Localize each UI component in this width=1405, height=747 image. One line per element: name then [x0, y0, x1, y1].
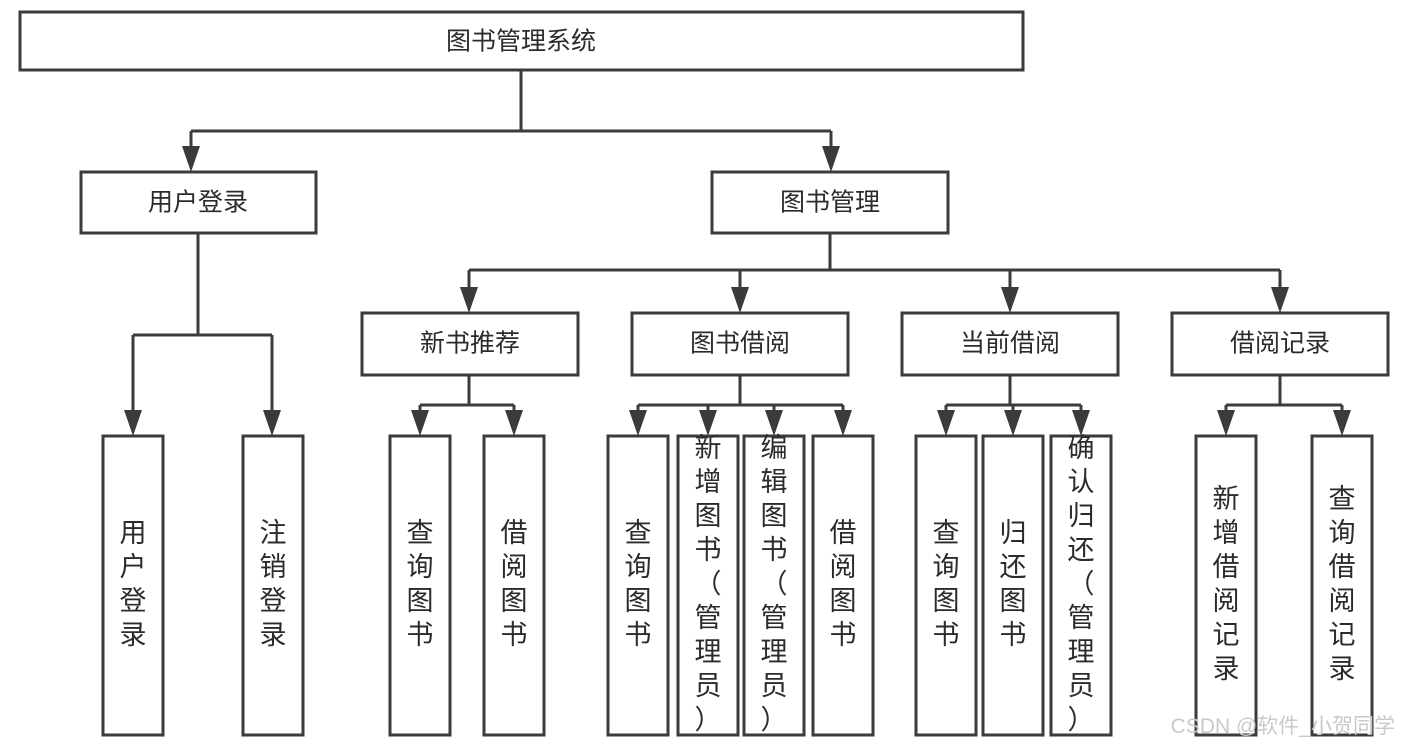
node-new-book-recommend-box[interactable] — [360, 311, 580, 377]
node-leaf-query-book-3-label: 查询图书 — [933, 518, 960, 650]
node-leaf-add-book[interactable]: 新增图书（管理员） — [676, 433, 740, 737]
node-leaf-borrow-book-1[interactable]: 借阅图书 — [482, 434, 546, 737]
node-leaf-user-login[interactable]: 用户登录 — [101, 434, 165, 737]
node-leaf-query-record[interactable]: 查询借阅记录 — [1310, 434, 1374, 737]
node-leaf-edit-book[interactable]: 编辑图书（管理员） — [742, 433, 806, 737]
node-leaf-return-book-box[interactable] — [981, 434, 1045, 737]
node-leaf-query-book-2-label: 查询图书 — [625, 518, 652, 650]
node-leaf-logout-login[interactable]: 注销登录 — [241, 434, 305, 737]
node-leaf-logout-login-box[interactable] — [241, 434, 305, 737]
node-leaf-add-record-box[interactable] — [1194, 434, 1258, 737]
node-user-login-box[interactable] — [79, 170, 318, 235]
arrow-head-leaf-query-book-3 — [937, 410, 955, 436]
node-user-login-label: 用户登录 — [148, 189, 248, 217]
node-leaf-query-book-1-box[interactable] — [388, 434, 452, 737]
node-book-borrow-label: 图书借阅 — [690, 330, 790, 358]
node-leaf-query-book-3[interactable]: 查询图书 — [914, 434, 978, 737]
node-leaf-query-book-1[interactable]: 查询图书 — [388, 434, 452, 737]
arrow-head-user-login — [182, 146, 200, 172]
arrow-head-leaf-query-book-1 — [411, 410, 429, 436]
connector-bookmgmt-to-level3 — [467, 233, 1282, 300]
arrow-head-leaf-logout-login — [263, 410, 281, 436]
arrow-head-leaf-borrow-book-2 — [834, 410, 852, 436]
connector-root-to-level2 — [189, 70, 833, 158]
arrow-head-current-borrow — [1001, 287, 1019, 313]
arrow-head-leaf-edit-book — [765, 410, 783, 436]
node-leaf-edit-book-box[interactable] — [742, 434, 806, 737]
node-leaf-return-book-label: 归还图书 — [1000, 518, 1027, 650]
node-new-book-recommend-label: 新书推荐 — [420, 330, 520, 358]
node-root-label: 图书管理系统 — [446, 28, 596, 56]
node-book-management-label: 图书管理 — [780, 189, 880, 217]
arrow-head-leaf-confirm-return — [1072, 410, 1090, 436]
node-leaf-confirm-return-box[interactable] — [1049, 434, 1113, 737]
arrow-head-book-borrow — [731, 287, 749, 313]
node-leaf-query-book-3-box[interactable] — [914, 434, 978, 737]
arrow-head-leaf-user-login — [124, 410, 142, 436]
node-current-borrow[interactable]: 当前借阅 — [900, 311, 1120, 377]
connector-userlogin-to-leaves — [131, 233, 274, 423]
arrow-head-leaf-query-record — [1333, 410, 1351, 436]
node-leaf-query-book-2[interactable]: 查询图书 — [606, 434, 670, 737]
connector-borrowrecord-to-leaves — [1224, 375, 1344, 423]
node-leaf-edit-book-label: 编辑图书（管理员） — [761, 433, 788, 735]
node-leaf-borrow-book-2[interactable]: 借阅图书 — [811, 434, 875, 737]
node-leaf-borrow-book-2-label: 借阅图书 — [830, 518, 857, 650]
node-book-management[interactable]: 图书管理 — [710, 170, 950, 235]
node-borrow-record-box[interactable] — [1170, 311, 1390, 377]
node-borrow-record[interactable]: 借阅记录 — [1170, 311, 1390, 377]
node-new-book-recommend[interactable]: 新书推荐 — [360, 311, 580, 377]
arrow-head-leaf-add-record — [1217, 410, 1235, 436]
csdn-watermark: CSDN @软件_小贺同学 — [1171, 715, 1395, 738]
connector-bookborrow-to-leaves — [636, 375, 845, 423]
node-leaf-return-book[interactable]: 归还图书 — [981, 434, 1045, 737]
connector-layer — [124, 70, 1351, 436]
node-leaf-logout-login-label: 注销登录 — [260, 518, 287, 650]
node-root[interactable]: 图书管理系统 — [18, 10, 1025, 72]
node-leaf-borrow-book-2-box[interactable] — [811, 434, 875, 737]
node-leaf-user-login-label: 用户登录 — [120, 518, 147, 650]
arrow-head-leaf-query-book-2 — [629, 410, 647, 436]
node-leaf-borrow-book-1-label: 借阅图书 — [501, 518, 528, 650]
node-leaf-borrow-book-1-box[interactable] — [482, 434, 546, 737]
node-borrow-record-label: 借阅记录 — [1230, 330, 1330, 358]
node-leaf-confirm-return-label: 确认归还（管理员） — [1068, 433, 1095, 735]
node-leaf-query-record-label: 查询借阅记录 — [1329, 484, 1356, 684]
node-book-borrow[interactable]: 图书借阅 — [630, 311, 850, 377]
connector-newbook-to-leaves — [418, 375, 516, 423]
arrow-head-leaf-borrow-book-1 — [505, 410, 523, 436]
node-book-borrow-box[interactable] — [630, 311, 850, 377]
node-leaf-query-book-2-box[interactable] — [606, 434, 670, 737]
arrow-head-new-book-recommend — [460, 287, 478, 313]
node-current-borrow-box[interactable] — [900, 311, 1120, 377]
node-user-login[interactable]: 用户登录 — [79, 170, 318, 235]
node-book-management-box[interactable] — [710, 170, 950, 235]
node-leaf-query-record-box[interactable] — [1310, 434, 1374, 737]
node-current-borrow-label: 当前借阅 — [960, 330, 1060, 358]
node-root-box[interactable] — [18, 10, 1025, 72]
node-leaf-add-record-label: 新增借阅记录 — [1213, 484, 1240, 684]
node-leaf-add-record[interactable]: 新增借阅记录 — [1194, 434, 1258, 737]
node-leaf-confirm-return[interactable]: 确认归还（管理员） — [1049, 433, 1113, 737]
arrow-head-leaf-return-book — [1004, 410, 1022, 436]
node-leaf-query-book-1-label: 查询图书 — [407, 518, 434, 650]
arrow-head-book-management — [822, 146, 840, 172]
arrow-head-borrow-record — [1271, 287, 1289, 313]
node-leaf-add-book-box[interactable] — [676, 434, 740, 737]
arrow-head-leaf-add-book — [699, 410, 717, 436]
node-leaf-user-login-box[interactable] — [101, 434, 165, 737]
node-leaf-add-book-label: 新增图书（管理员） — [695, 433, 722, 735]
